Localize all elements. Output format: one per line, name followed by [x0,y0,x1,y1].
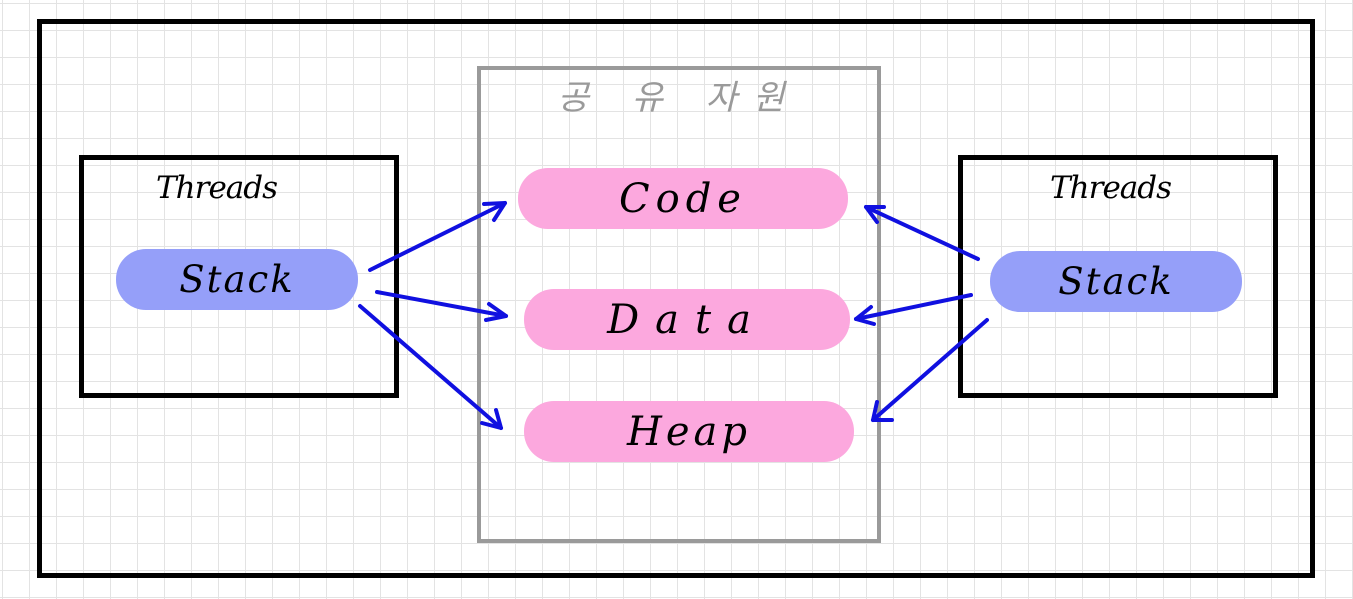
thread-box-right [958,155,1278,398]
arrow-left-to-code [368,201,507,272]
stack-right: Stack [990,251,1242,312]
arrow-right-to-heap [871,318,989,422]
thread-title-left: Threads [156,170,278,206]
heap-segment: Heap [524,401,854,462]
code-segment: Code [518,168,848,229]
shared-resources-title: 공 유 자원 [557,78,801,118]
arrow-left-to-heap [358,304,503,430]
arrow-right-to-data [854,293,973,326]
thread-box-left [79,155,399,398]
outer-frame [37,19,1315,578]
shared-resources-box [477,66,881,543]
data-segment: Data [524,289,850,350]
stack-left: Stack [116,249,358,310]
arrow-right-to-code [864,205,980,261]
thread-title-right: Threads [1050,170,1172,206]
arrow-left-to-data [375,290,508,322]
